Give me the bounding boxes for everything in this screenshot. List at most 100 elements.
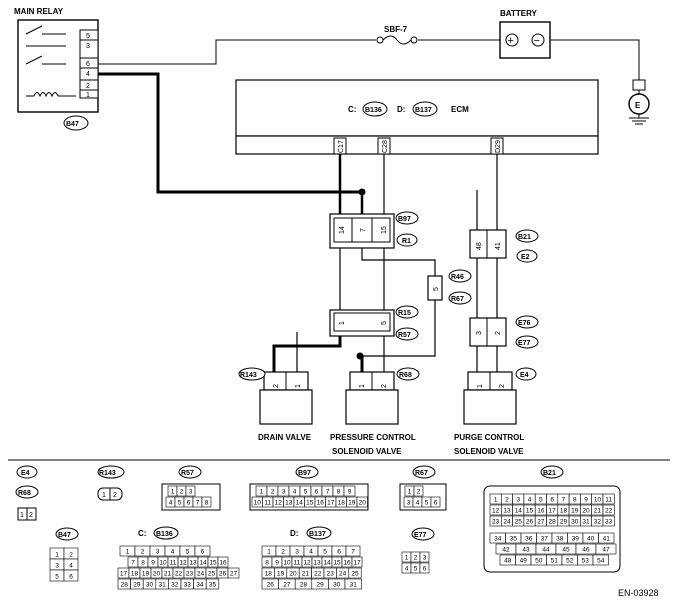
pressure-control-valve: 1 2 PRESSURE CONTROL SOLENOID VALVE R68: [330, 367, 420, 456]
pin-number: 12: [492, 508, 500, 515]
pin-number: 1: [126, 549, 130, 556]
pin-number: 23: [327, 571, 335, 578]
pin-number: 29: [316, 582, 324, 589]
pin-number: 2: [141, 549, 145, 556]
pin-number: 33: [605, 519, 613, 526]
pin-number: 34: [494, 536, 502, 543]
pin-number: 31: [158, 582, 166, 589]
pin-number: 1: [267, 549, 271, 556]
pin-cell: [595, 543, 617, 555]
ecm-c-prefix: C:: [348, 105, 356, 114]
pin-number: 25: [515, 519, 523, 526]
legend-r143: R143 1 2: [97, 465, 125, 501]
legend-label-r68: R68: [18, 490, 31, 497]
pin-number: 20: [582, 508, 590, 515]
pin-number: 19: [142, 571, 150, 578]
pin-number: 24: [503, 519, 511, 526]
battery-plus: +: [508, 35, 514, 47]
pin-number: 7: [562, 497, 566, 504]
legend-label-e4: E4: [21, 470, 30, 477]
pin-number: 5: [304, 489, 308, 496]
battery-icon: [499, 21, 551, 59]
pin-number: 5: [323, 549, 327, 556]
pin-number: 14: [296, 500, 304, 507]
pin-cell: [345, 545, 361, 557]
pin-number: 35: [209, 582, 217, 589]
pin-number: 26: [267, 582, 275, 589]
pin-cell: [602, 504, 615, 516]
pin-number: 15: [209, 560, 217, 567]
pin-number: 9: [584, 497, 588, 504]
pin-number: 2: [417, 489, 421, 496]
legend-c-prefix: C:: [138, 529, 146, 538]
pin-number: 51: [551, 558, 559, 565]
pin-number: 36: [525, 536, 533, 543]
relay-pin: 3: [86, 43, 90, 50]
pin-number: 3: [189, 489, 193, 496]
purge-valve-body: [463, 389, 517, 425]
pin-number: 27: [537, 519, 545, 526]
pin-number: 13: [285, 500, 293, 507]
e76-pin: 2: [495, 331, 502, 335]
pin-number: 22: [605, 508, 613, 515]
pin-cell: [348, 567, 362, 579]
pin-number: 3: [295, 549, 299, 556]
pin-number: 34: [196, 582, 204, 589]
pin-number: 2: [271, 489, 275, 496]
pin-number: 5: [539, 497, 543, 504]
pin-number: 3: [156, 549, 160, 556]
drain-valve-label: DRAIN VALVE: [258, 433, 312, 442]
pin-number: 42: [502, 547, 510, 554]
pin-number: 27: [230, 571, 238, 578]
connector-label-e77: E77: [518, 340, 531, 347]
connector-label-e4: E4: [520, 372, 529, 379]
pin-number: 5: [178, 500, 182, 507]
pin-number: 3: [516, 497, 520, 504]
pin-cell: [343, 485, 356, 497]
pin-cell: [413, 485, 424, 497]
connector-label-b97: B97: [398, 216, 411, 223]
drain-valve-body: [259, 389, 313, 425]
pin-number: 11: [605, 497, 612, 504]
pin-number: 4: [69, 563, 73, 570]
relay-pin: 2: [86, 83, 90, 90]
pin-number: 17: [549, 508, 557, 515]
pin-number: 1: [171, 489, 175, 496]
pin-number: 4: [293, 489, 297, 496]
pin-number: 50: [535, 558, 543, 565]
pin-number: 10: [254, 500, 262, 507]
legend-label-r67: R67: [415, 470, 428, 477]
b97-pin: 14: [339, 226, 346, 234]
pin-number: 6: [315, 489, 319, 496]
pin-number: 26: [219, 571, 227, 578]
pin-number: 9: [151, 560, 155, 567]
connector-label-e76: E76: [518, 320, 531, 327]
pin-number: 2: [505, 497, 509, 504]
pressure-valve-pin: 1: [359, 384, 366, 388]
pin-number: 13: [503, 508, 511, 515]
pin-number: 28: [549, 519, 557, 526]
ecm-d-prefix: D:: [397, 105, 405, 114]
pin-number: 23: [186, 571, 194, 578]
pin-number: 17: [120, 571, 128, 578]
pin-number: 25: [351, 571, 359, 578]
pin-number: 49: [520, 558, 528, 565]
pin-number: 2: [69, 552, 73, 559]
pin-number: 4: [169, 500, 173, 507]
pin-number: 18: [560, 508, 568, 515]
pin-number: 19: [348, 500, 356, 507]
pin-number: 27: [283, 582, 291, 589]
connector-label-b137: B137: [415, 107, 432, 114]
legend-label-b137: B137: [309, 531, 326, 538]
pin-cell: [217, 556, 229, 568]
pin-number: 53: [582, 558, 590, 565]
pin-number: 3: [282, 489, 286, 496]
b97-pin: 15: [381, 226, 388, 234]
pin-number: 18: [131, 571, 139, 578]
